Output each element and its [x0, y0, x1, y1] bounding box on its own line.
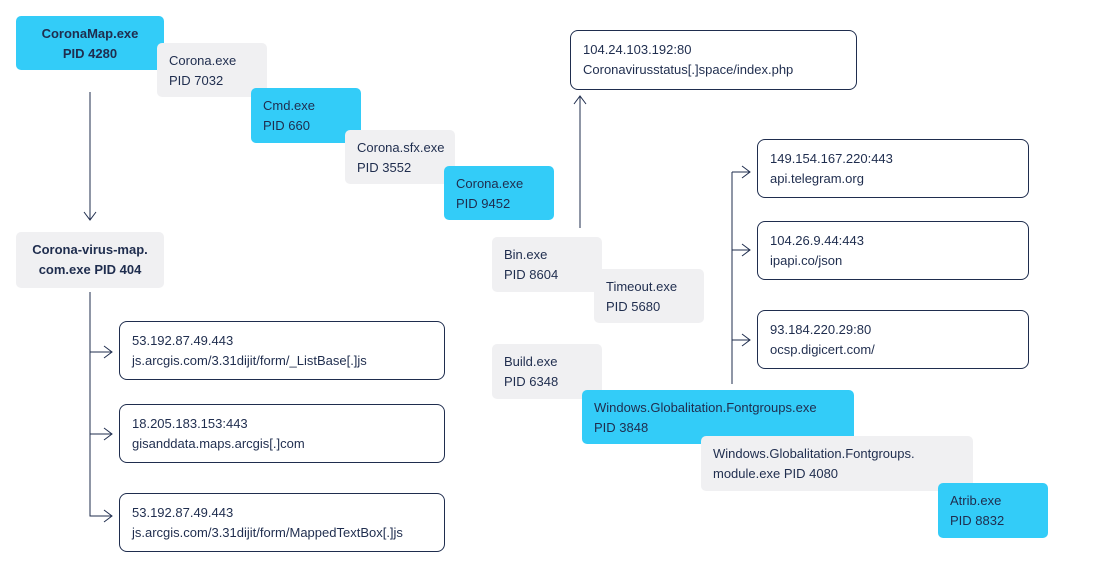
connection-url: gisanddata.maps.arcgis[.]com [132, 436, 305, 451]
arrow-head-arcgis3 [103, 509, 113, 523]
process-name: Corona.exe [169, 53, 237, 68]
process-node-corona-sfx-3552: Corona.sfx.exe PID 3552 [345, 130, 455, 184]
process-node-corona-7032: Corona.exe PID 7032 [157, 43, 267, 97]
connection-address: 93.184.220.29:80 [770, 322, 872, 337]
process-node-coronamap: CoronaMap.exe PID 4280 [16, 16, 164, 70]
connection-address: 104.24.103.192:80 [583, 42, 692, 57]
process-pid: PID 5680 [606, 299, 661, 314]
connector-virusmap-branch [89, 292, 112, 517]
process-node-atrib-8832: Atrib.exe PID 8832 [938, 483, 1048, 538]
process-node-fontgroups-module-4080: Windows.Globalitation.Fontgroups. module… [701, 436, 973, 491]
process-name: Corona.exe [456, 176, 524, 191]
arrow-head-ipapi [741, 243, 751, 257]
process-name: Bin.exe [504, 247, 548, 262]
arrow-head-telegram [741, 165, 751, 179]
connection-address: 104.26.9.44:443 [770, 233, 864, 248]
arrow-head-arcgis2 [103, 427, 113, 441]
process-node-build-6348: Build.exe PID 6348 [492, 344, 602, 399]
connection-box-telegram: 149.154.167.220:443 api.telegram.org [757, 139, 1029, 198]
arrow-head-c2 [573, 95, 587, 105]
connection-address: 149.154.167.220:443 [770, 151, 893, 166]
connection-address: 18.205.183.153:443 [132, 416, 248, 431]
connection-address: 53.192.87.49.443 [132, 333, 234, 348]
connection-url: js.arcgis.com/3.31dijit/form/_ListBase[.… [132, 353, 367, 368]
process-pid: PID 8604 [504, 267, 559, 282]
process-name: Corona.sfx.exe [357, 140, 445, 155]
process-pid: PID 4280 [62, 46, 118, 61]
connection-box-ipapi: 104.26.9.44:443 ipapi.co/json [757, 221, 1029, 280]
process-name: Windows.Globalitation.Fontgroups. [713, 446, 915, 461]
process-pid: PID 3848 [594, 420, 649, 435]
process-name: Windows.Globalitation.Fontgroups.exe [594, 400, 817, 415]
connection-url: api.telegram.org [770, 171, 864, 186]
process-node-corona-virus-map: Corona-virus-map. com.exe PID 404 [16, 232, 164, 288]
connection-box-digicert: 93.184.220.29:80 ocsp.digicert.com/ [757, 310, 1029, 369]
connection-url: ipapi.co/json [770, 253, 843, 268]
process-pid: PID 7032 [169, 73, 224, 88]
process-pid: module.exe PID 4080 [713, 466, 839, 481]
process-node-corona-9452: Corona.exe PID 9452 [444, 166, 554, 220]
process-pid: PID 660 [263, 118, 310, 133]
connection-box-arcgis-mappedtextbox: 53.192.87.49.443 js.arcgis.com/3.31dijit… [119, 493, 445, 552]
connection-box-c2-server: 104.24.103.192:80 Coronavirusstatus[.]sp… [570, 30, 857, 90]
connection-box-arcgis-listbase: 53.192.87.49.443 js.arcgis.com/3.31dijit… [119, 321, 445, 380]
process-name: Timeout.exe [606, 279, 678, 294]
process-pid: PID 8832 [950, 513, 1005, 528]
process-node-cmd-660: Cmd.exe PID 660 [251, 88, 361, 143]
process-pid: PID 6348 [504, 374, 559, 389]
process-pid: PID 9452 [456, 196, 511, 211]
process-name: Build.exe [504, 354, 558, 369]
process-node-timeout-5680: Timeout.exe PID 5680 [594, 269, 704, 323]
connection-box-arcgis-gisanddata: 18.205.183.153:443 gisanddata.maps.arcgi… [119, 404, 445, 463]
process-name: Corona-virus-map. [32, 242, 148, 257]
process-node-bin-8604: Bin.exe PID 8604 [492, 237, 602, 292]
process-name: Cmd.exe [263, 98, 316, 113]
process-pid: PID 3552 [357, 160, 412, 175]
arrow-head-digicert [741, 333, 751, 347]
connection-url: Coronavirusstatus[.]space/index.php [583, 62, 794, 77]
connection-url: js.arcgis.com/3.31dijit/form/MappedTextB… [132, 525, 403, 540]
process-node-fontgroups-3848: Windows.Globalitation.Fontgroups.exe PID… [582, 390, 854, 444]
connection-url: ocsp.digicert.com/ [770, 342, 875, 357]
arrow-head-arcgis1 [103, 345, 113, 359]
process-name: Atrib.exe [950, 493, 1002, 508]
process-pid: com.exe PID 404 [38, 262, 142, 277]
process-name: CoronaMap.exe [41, 26, 139, 41]
connection-address: 53.192.87.49.443 [132, 505, 234, 520]
arrow-head-virusmap [83, 211, 97, 221]
